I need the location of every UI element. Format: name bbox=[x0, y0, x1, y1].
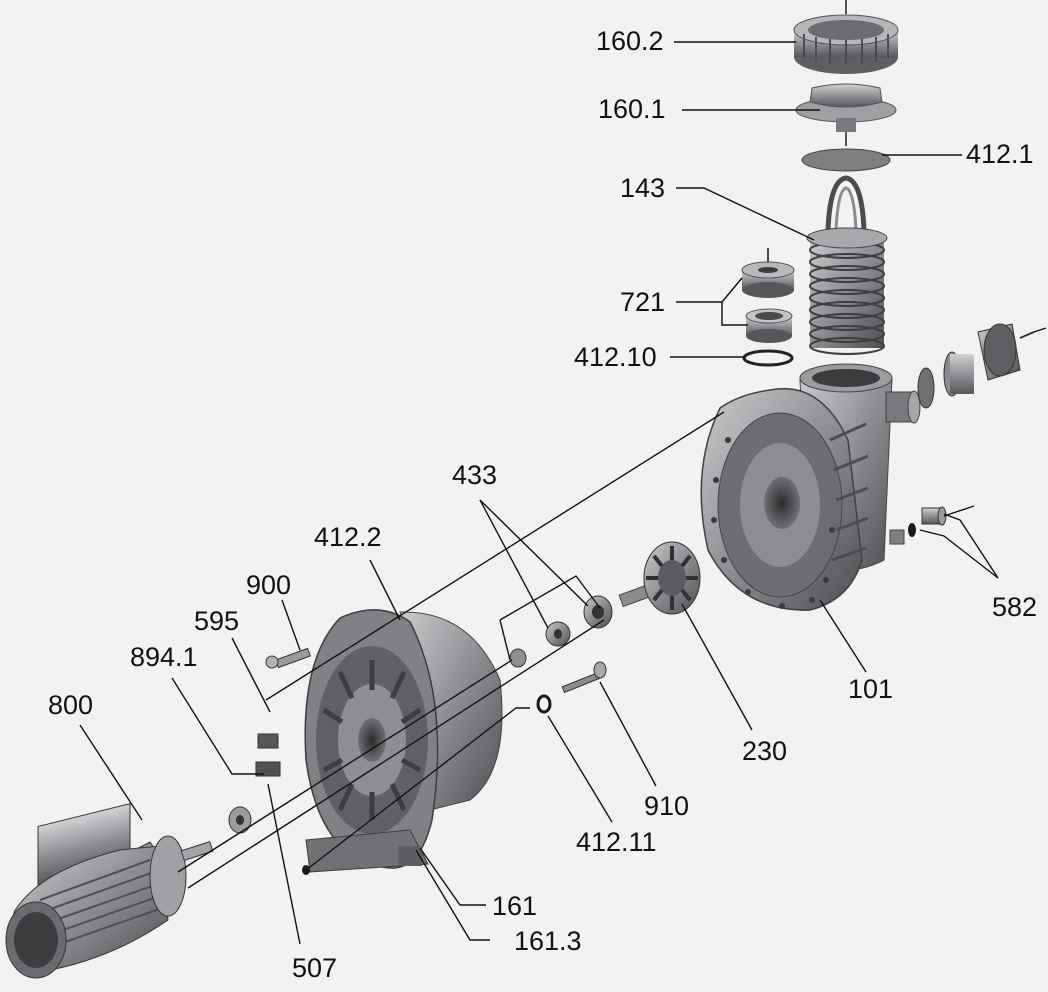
part-595-pad bbox=[257, 733, 279, 749]
part-160-1-lid bbox=[795, 83, 897, 132]
label-433: 433 bbox=[452, 460, 498, 490]
label-582: 582 bbox=[992, 592, 1038, 622]
part-910-screw bbox=[561, 661, 607, 694]
leader-lines bbox=[79, 0, 1047, 945]
part-412-11-oring bbox=[536, 694, 552, 714]
label-721: 721 bbox=[620, 287, 666, 317]
label-230: 230 bbox=[742, 736, 788, 766]
label-161: 161 bbox=[492, 891, 538, 921]
part-507-thrower bbox=[228, 806, 252, 834]
label-910: 910 bbox=[644, 791, 690, 821]
label-412-11: 412.11 bbox=[576, 827, 657, 857]
label-160-2: 160.2 bbox=[596, 26, 664, 56]
label-161-3: 161.3 bbox=[514, 926, 582, 956]
label-160-1: 160.1 bbox=[598, 94, 666, 124]
part-800-motor bbox=[5, 802, 214, 979]
label-412-2: 412.2 bbox=[314, 522, 382, 552]
label-101: 101 bbox=[848, 674, 894, 704]
part-900-bolt bbox=[265, 647, 311, 669]
part-412-10-oring bbox=[742, 349, 794, 367]
label-894-1: 894.1 bbox=[130, 642, 198, 672]
label-143: 143 bbox=[620, 173, 666, 203]
part-894-1-pad bbox=[255, 761, 281, 777]
part-412-1-oring bbox=[801, 148, 891, 172]
part-143-strainer-basket bbox=[806, 175, 888, 355]
inlet-union-parts bbox=[917, 323, 1035, 409]
part-101-pump-housing bbox=[700, 363, 921, 611]
part-582-drain-plug bbox=[908, 506, 947, 537]
label-412-1: 412.1 bbox=[966, 139, 1034, 169]
label-507: 507 bbox=[292, 953, 338, 983]
label-800: 800 bbox=[48, 690, 94, 720]
label-412-10: 412.10 bbox=[574, 342, 657, 372]
label-595: 595 bbox=[194, 606, 240, 636]
part-230-impeller bbox=[618, 541, 701, 615]
label-900: 900 bbox=[246, 570, 292, 600]
part-433-mechanical-seal bbox=[509, 595, 613, 668]
part-721-union bbox=[741, 248, 795, 343]
part-161-bracket bbox=[304, 609, 503, 873]
part-160-2-lid-ring bbox=[793, 14, 899, 74]
